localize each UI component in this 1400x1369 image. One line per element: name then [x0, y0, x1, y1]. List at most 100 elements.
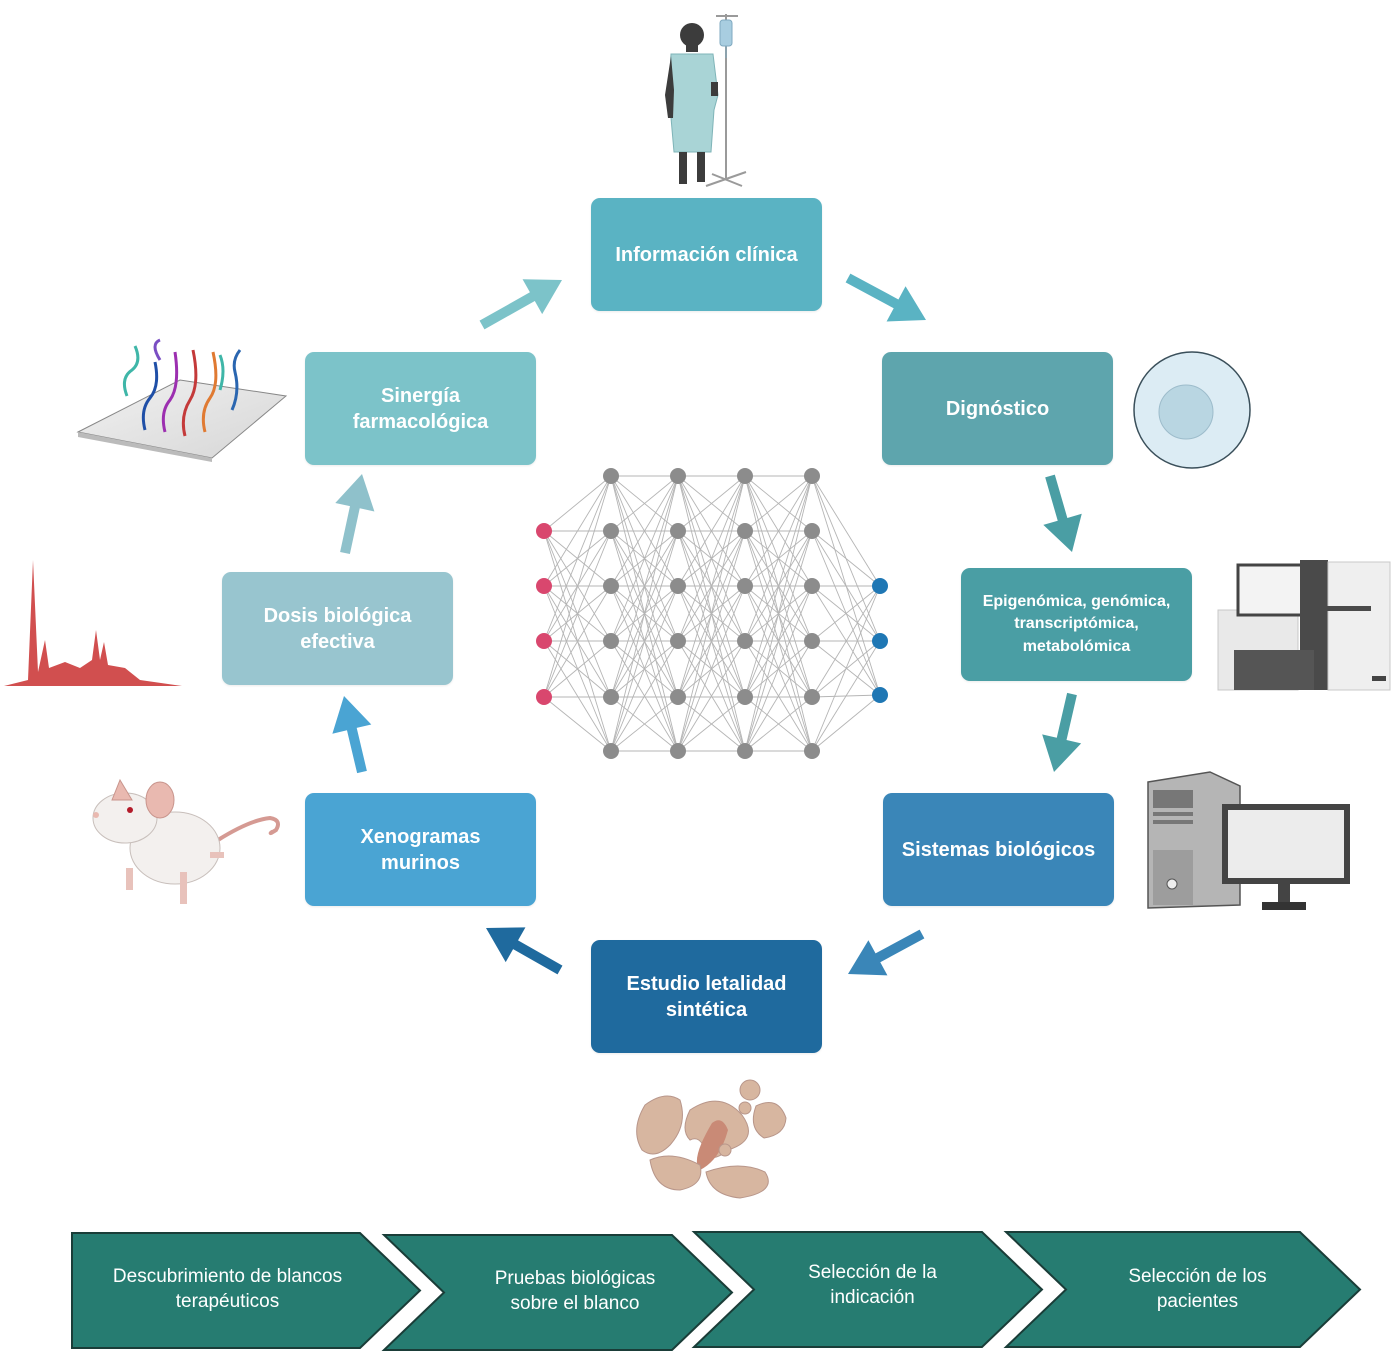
hidden-node [603, 468, 619, 484]
network-edge [744, 530, 813, 752]
output-node [872, 687, 888, 703]
cycle-arrows [332, 273, 1082, 976]
network-edge [677, 475, 746, 752]
neural-network [536, 468, 888, 759]
hidden-node [804, 743, 820, 759]
pipeline-stage-line1: Selección de la [808, 1262, 937, 1284]
network-edge [677, 696, 746, 752]
arrow-lethal-to-xeno [486, 927, 563, 975]
pipeline-stage-line1: Selección de los [1128, 1266, 1267, 1288]
hidden-node [603, 743, 619, 759]
network-edge [543, 640, 612, 698]
network-edge [811, 640, 881, 752]
network-edge [744, 475, 813, 587]
network-edge [811, 585, 881, 642]
network-edge [811, 475, 881, 587]
step-informacion-clinica[interactable]: Información clínica [591, 198, 822, 311]
network-edge [744, 696, 813, 752]
hidden-node [737, 578, 753, 594]
pipeline-stage-4: Selección de los pacientes [1060, 1240, 1335, 1340]
hidden-node [603, 578, 619, 594]
network-edge [677, 585, 746, 752]
network-edge [610, 585, 679, 752]
network-edge [610, 530, 679, 752]
arrow-sys-to-lethal [848, 929, 925, 976]
pipeline-chevron-2 [381, 1234, 734, 1351]
network-edge [811, 530, 881, 587]
network-edge [543, 475, 612, 532]
network-edge [744, 585, 813, 752]
network-edge [677, 640, 746, 752]
step-diagnostico[interactable]: Dignóstico [882, 352, 1113, 465]
input-node [536, 578, 552, 594]
pipeline-stage-line2: pacientes [1156, 1291, 1239, 1312]
step-xenogramas-murinos[interactable]: Xenogramas murinos [305, 793, 536, 906]
hidden-node [804, 523, 820, 539]
network-edge [677, 530, 746, 752]
network-edge [610, 696, 679, 752]
network-edge [811, 585, 881, 696]
step-label: Dosis biológica efectiva [263, 604, 412, 653]
hidden-node [737, 689, 753, 705]
hidden-node [737, 633, 753, 649]
step-omicas[interactable]: Epigenómica, genómica, transcriptómica, … [961, 568, 1192, 681]
hidden-node [670, 633, 686, 649]
step-sistemas-biologicos[interactable]: Sistemas biológicos [883, 793, 1114, 906]
network-edges [543, 475, 881, 752]
pipeline-stage-line1: Descubrimiento de blancos [112, 1266, 343, 1288]
network-edge [543, 696, 612, 752]
hidden-node [804, 468, 820, 484]
hidden-node [804, 633, 820, 649]
step-estudio-letalidad-sintetica[interactable]: Estudio letalidad sintética [591, 940, 822, 1053]
step-label: Información clínica [615, 243, 798, 266]
spectrum-icon [4, 560, 182, 686]
tissue-sample-icon [636, 1079, 787, 1199]
microarray-icon [76, 338, 288, 462]
step-sinergia-farmacologica[interactable]: Sinergía farmacológica [305, 352, 536, 465]
pipeline-stage-line2: terapéuticos [175, 1291, 280, 1312]
arrow-dose-to-synergy [335, 474, 375, 555]
network-edge [610, 475, 679, 642]
hidden-node [670, 523, 686, 539]
pipeline-stage-line2: indicación [830, 1287, 915, 1308]
input-node [536, 633, 552, 649]
step-label: Estudio letalidad sintética [626, 972, 787, 1021]
network-edge [677, 475, 746, 587]
network-edge [677, 475, 746, 642]
computer-icon [1147, 771, 1350, 910]
mouse-icon [92, 778, 280, 904]
hidden-node [737, 523, 753, 539]
network-edge [811, 585, 881, 698]
hidden-node [603, 689, 619, 705]
input-node [536, 689, 552, 705]
step-label: Epigenómica, genómica, transcriptómica, … [982, 592, 1171, 655]
step-label: Xenogramas murinos [360, 825, 481, 874]
network-edge [543, 475, 612, 587]
pipeline-chevron-1 [71, 1232, 422, 1349]
network-edge [610, 475, 679, 752]
network-edge [744, 475, 813, 642]
network-edge [610, 475, 679, 532]
network-edge [610, 475, 679, 698]
hidden-node [670, 468, 686, 484]
hidden-node [804, 689, 820, 705]
hidden-node [670, 689, 686, 705]
arrow-omics-to-sys [1042, 692, 1082, 772]
sequencer-icon [1217, 560, 1391, 691]
hidden-node [737, 743, 753, 759]
network-edge [677, 475, 746, 698]
arrow-diag-to-omics [1043, 474, 1082, 552]
arrow-info-to-diag [845, 273, 926, 322]
hidden-node [603, 633, 619, 649]
network-edge [811, 694, 881, 752]
input-node [536, 523, 552, 539]
hidden-node [670, 578, 686, 594]
step-label: Sinergía farmacológica [352, 384, 489, 433]
step-label: Dignóstico [945, 397, 1050, 420]
network-edge [543, 640, 612, 752]
pipeline-stage-line2: sobre el blanco [510, 1293, 640, 1314]
network-edge [677, 475, 746, 532]
pipeline-stage-3: Selección de la indicación [740, 1236, 1005, 1336]
hidden-node [737, 468, 753, 484]
step-dosis-biologica-efectiva[interactable]: Dosis biológica efectiva [222, 572, 453, 685]
